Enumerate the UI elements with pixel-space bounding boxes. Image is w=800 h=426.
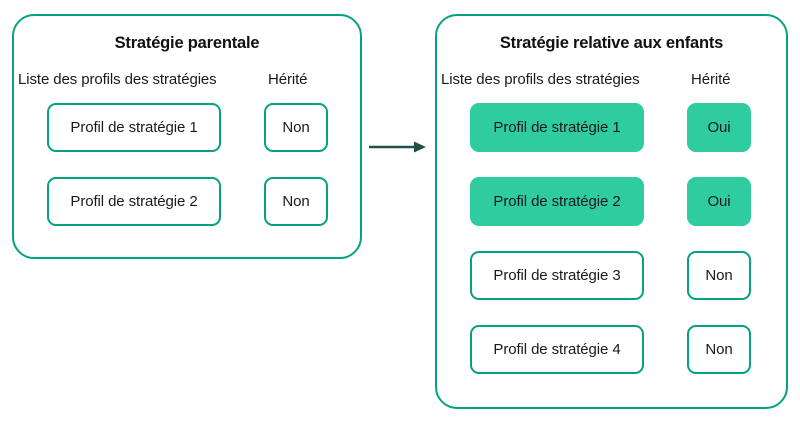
inherited-status-box[interactable]: Non xyxy=(264,103,328,152)
child-column-headers: Liste des profils des stratégies Hérité xyxy=(437,71,786,91)
strategy-row: Profil de stratégie 1 Non xyxy=(14,103,360,152)
strategy-profile-box[interactable]: Profil de stratégie 1 xyxy=(47,103,221,152)
strategy-profile-box[interactable]: Profil de stratégie 3 xyxy=(470,251,644,300)
parent-panel-title: Stratégie parentale xyxy=(114,34,260,52)
strategy-profile-box[interactable]: Profil de stratégie 4 xyxy=(470,325,644,374)
parent-column-headers: Liste des profils des stratégies Hérité xyxy=(14,71,360,91)
child-panel-title: Stratégie relative aux enfants xyxy=(499,34,724,52)
column-header-profiles: Liste des profils des stratégies xyxy=(441,71,640,88)
strategy-row: Profil de stratégie 1 Oui xyxy=(437,103,786,152)
column-header-inherited: Hérité xyxy=(268,71,308,88)
strategy-profile-box[interactable]: Profil de stratégie 2 xyxy=(470,177,644,226)
child-strategy-panel: Stratégie relative aux enfants Liste des… xyxy=(435,14,788,409)
strategy-profile-box[interactable]: Profil de stratégie 1 xyxy=(470,103,644,152)
inherited-status-box[interactable]: Non xyxy=(264,177,328,226)
column-header-inherited: Hérité xyxy=(691,71,731,88)
inherited-status-box[interactable]: Non xyxy=(687,325,751,374)
strategy-row: Profil de stratégie 3 Non xyxy=(437,251,786,300)
arrow-right-icon xyxy=(369,141,426,153)
strategy-profile-box[interactable]: Profil de stratégie 2 xyxy=(47,177,221,226)
strategy-row: Profil de stratégie 4 Non xyxy=(437,325,786,374)
inherited-status-box[interactable]: Non xyxy=(687,251,751,300)
parent-strategy-panel: Stratégie parentale Liste des profils de… xyxy=(12,14,362,259)
column-header-profiles: Liste des profils des stratégies xyxy=(18,71,217,88)
inherited-status-box[interactable]: Oui xyxy=(687,177,751,226)
strategy-row: Profil de stratégie 2 Oui xyxy=(437,177,786,226)
strategy-row: Profil de stratégie 2 Non xyxy=(14,177,360,226)
inherited-status-box[interactable]: Oui xyxy=(687,103,751,152)
